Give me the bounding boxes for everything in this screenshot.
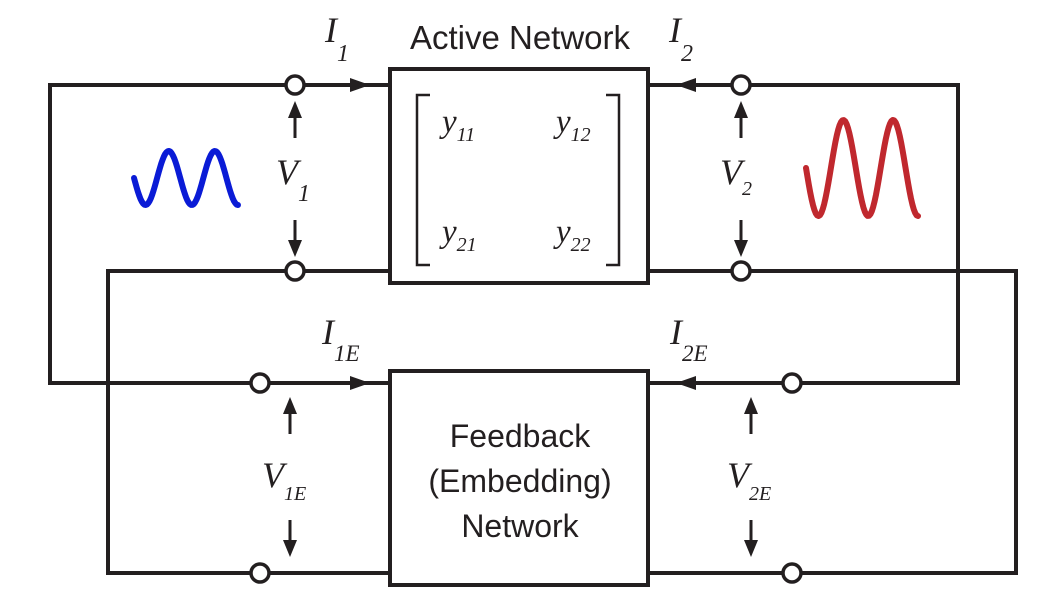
feedback-title-line1: Feedback: [450, 418, 592, 454]
feedback-network-title: Feedback (Embedding) Network: [428, 418, 611, 544]
terminal-feedback-port2-top: [781, 372, 803, 394]
label-v1e: V1E: [262, 455, 306, 505]
terminal-feedback-port1-top: [249, 372, 271, 394]
amplified-sine-wave-icon: [803, 117, 921, 219]
terminal-feedback-port1-bottom: [249, 562, 271, 584]
label-i1e: I1E: [321, 312, 360, 366]
terminal-port2-bottom: [730, 260, 752, 282]
sine-wave-icon: [131, 148, 241, 208]
terminal-port1-bottom: [284, 260, 306, 282]
i1-arrowhead: [350, 78, 370, 92]
terminal-feedback-port2-bottom: [781, 562, 803, 584]
matrix-y11: y11: [439, 104, 475, 146]
wire-right-inner-loop: [646, 269, 1018, 575]
label-v2: V2: [720, 152, 752, 200]
i2-arrowhead: [676, 78, 696, 92]
label-i2e: I2E: [669, 312, 708, 366]
label-v2e: V2E: [727, 455, 771, 505]
active-network-box: [388, 67, 650, 285]
label-i2: I2: [668, 10, 693, 67]
feedback-title-line3: Network: [461, 508, 579, 544]
matrix-y21: y21: [439, 214, 477, 256]
v2-indicator: [734, 101, 748, 257]
i2e-arrowhead: [676, 376, 696, 390]
matrix-y12: y12: [553, 104, 591, 146]
v1e-indicator: [283, 397, 297, 557]
label-v1: V1: [276, 152, 310, 207]
feedback-network-box: [388, 369, 650, 587]
wire-right-outer-loop: [646, 83, 960, 385]
matrix-left-bracket: [415, 93, 430, 267]
label-i1: I1: [324, 10, 349, 67]
v2e-indicator: [744, 397, 758, 557]
wire-left-outer-loop: [48, 83, 392, 385]
wire-left-inner-loop: [106, 269, 392, 575]
matrix-right-bracket: [606, 93, 621, 267]
wiring: [48, 83, 1018, 575]
i1e-arrowhead: [350, 376, 370, 390]
feedback-title-line2: (Embedding): [428, 463, 611, 499]
v1-indicator: [288, 101, 302, 257]
terminal-port2-top: [730, 74, 752, 96]
active-network-title: Active Network: [410, 19, 631, 56]
terminal-port1-top: [284, 74, 306, 96]
matrix-y22: y22: [553, 214, 591, 256]
y-parameter-matrix: y11 y12 y21 y22: [415, 93, 621, 267]
